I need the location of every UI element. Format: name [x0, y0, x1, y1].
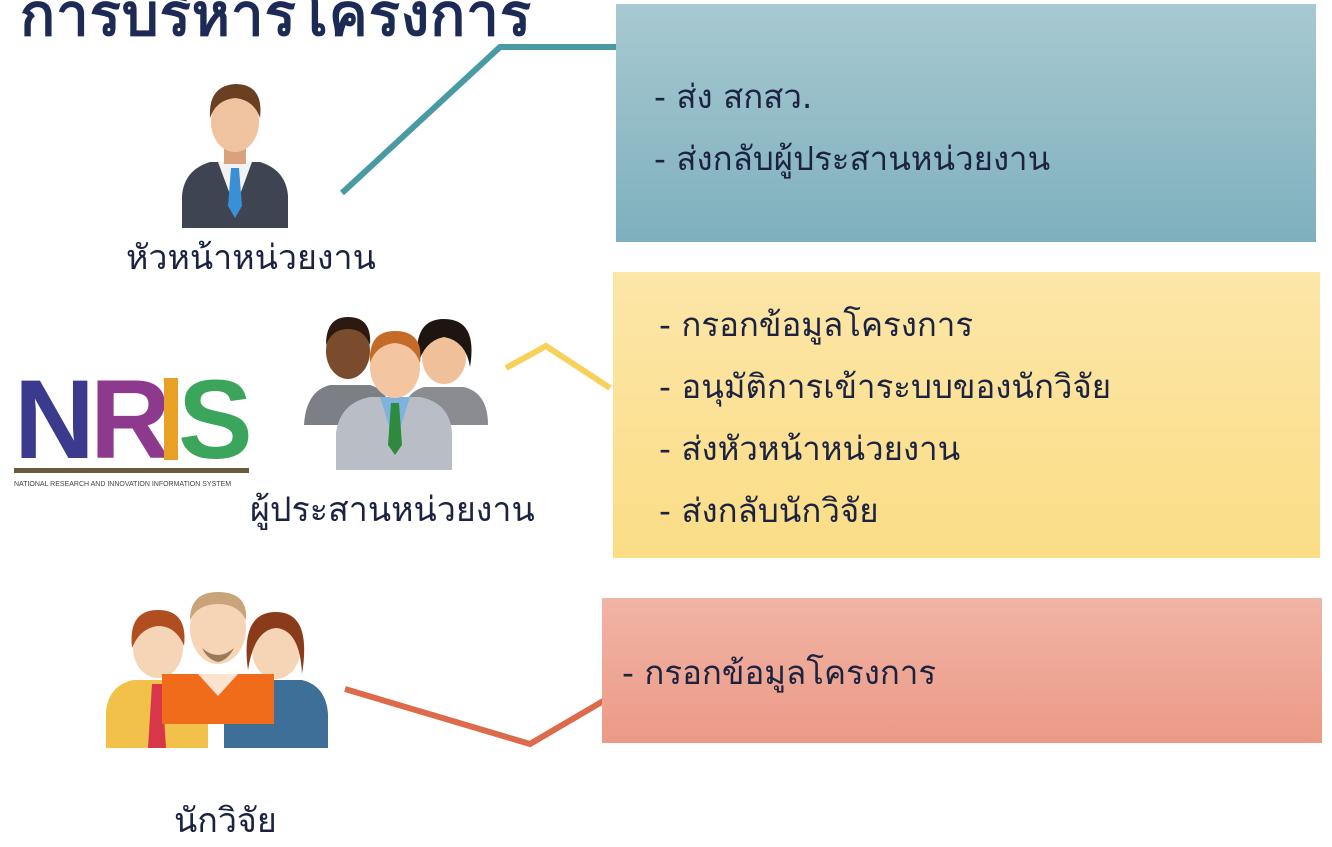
svg-text:R: R: [90, 357, 171, 482]
coordinator-task-item: - ส่งกลับนักวิจัย: [659, 491, 879, 530]
team-icon: [304, 317, 488, 470]
head-tasks-box: - ส่ง สกสว. - ส่งกลับผู้ประสานหน่วยงาน: [616, 4, 1316, 242]
coordinator-tasks-box: - กรอกข้อมูลโครงการ - อนุมัติการเข้าระบบ…: [613, 272, 1320, 558]
researchers-icon: [106, 592, 328, 748]
researcher-task-item: - กรอกข้อมูลโครงการ: [622, 653, 937, 692]
researcher-label: นักวิจัย: [174, 801, 277, 841]
coordinator-connector-line: [504, 342, 612, 391]
coordinator-task-item: - ส่งหัวหน้าหน่วยงาน: [659, 429, 961, 468]
page-title: การบริหารโครงการ: [20, 0, 533, 49]
researcher-tasks-box: - กรอกข้อมูลโครงการ: [602, 598, 1322, 743]
svg-text:S: S: [178, 357, 252, 482]
head-task-item: - ส่งกลับผู้ประสานหน่วยงาน: [654, 139, 1051, 178]
coordinator-label: ผู้ประสานหน่วยงาน: [250, 490, 535, 530]
coordinator-task-item: - อนุมัติการเข้าระบบของนักวิจัย: [659, 367, 1112, 406]
head-label: หัวหน้าหน่วยงาน: [126, 238, 376, 278]
head-connector-line: [339, 44, 620, 196]
coordinator-task-item: - กรอกข้อมูลโครงการ: [659, 305, 974, 344]
svg-text:N: N: [14, 357, 95, 482]
nris-logo: N R S NATIONAL RESEARCH AND INNOVATION I…: [14, 357, 252, 488]
businessman-icon: [182, 84, 288, 228]
logo-subtitle: NATIONAL RESEARCH AND INNOVATION INFORMA…: [14, 481, 231, 488]
head-task-item: - ส่ง สกสว.: [654, 77, 813, 116]
researcher-connector-line: [344, 686, 607, 748]
